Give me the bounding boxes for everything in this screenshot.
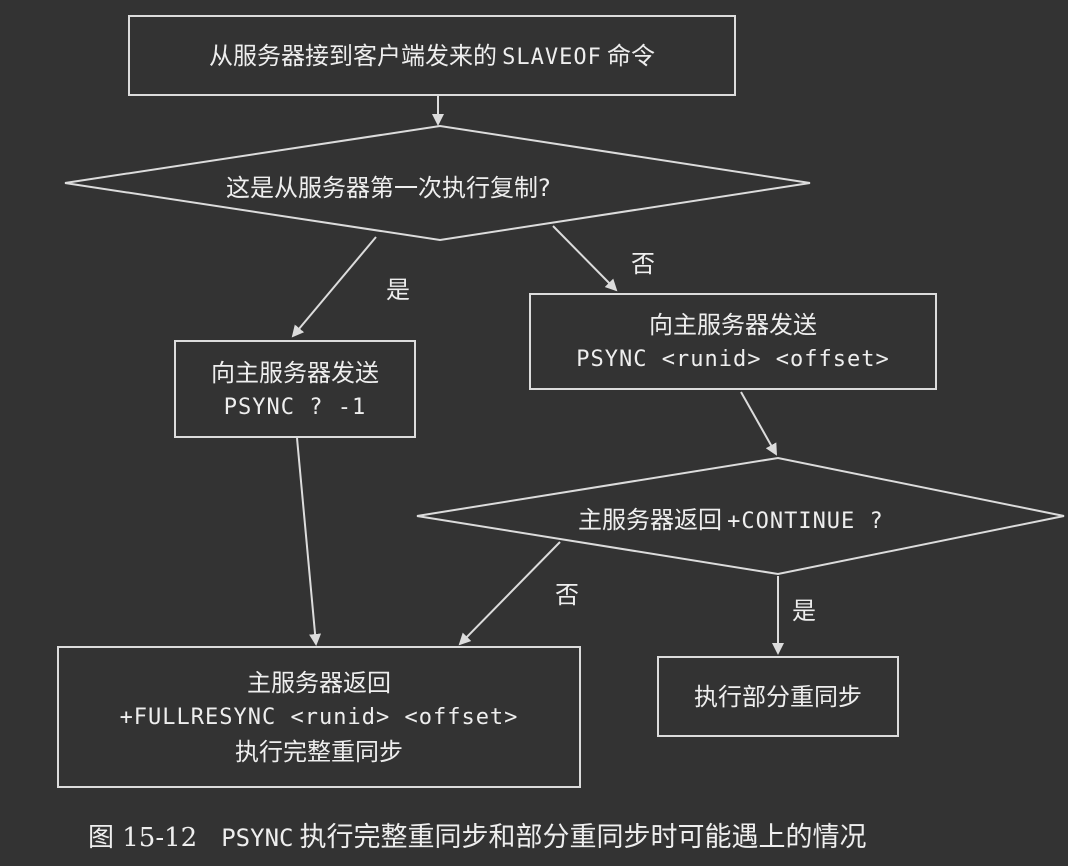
send-full-sync-line2: PSYNC ? -1: [223, 394, 367, 420]
arrow-first-decision-yes: [291, 236, 377, 338]
decision-first-replication-shape: [64, 124, 811, 242]
figure-caption-code: PSYNC: [221, 824, 294, 852]
partial-resync-box: 执行部分重同步: [657, 656, 899, 737]
start-box: 从服务器接到客户端发来的 SLAVEOF 命令: [128, 15, 736, 96]
arrow-send-full-to-full-resync: [296, 437, 322, 646]
figure-caption-text: 执行完整重同步和部分重同步时可能遇上的情况: [299, 822, 867, 853]
send-partial-sync-line2: PSYNC <runid> <offset>: [576, 347, 890, 372]
send-full-sync-box: 向主服务器发送 PSYNC ? -1: [174, 340, 416, 438]
decision-continue-shape: [416, 456, 1065, 576]
full-resync-line2: +FULLRESYNC <runid> <offset>: [119, 704, 519, 730]
partial-resync-line1: 执行部分重同步: [694, 682, 862, 711]
decision-continue-label: 主服务器返回 +CONTINUE ?: [578, 506, 884, 534]
send-full-sync-line1: 向主服务器发送: [211, 358, 379, 387]
arrow-continue-no: [458, 541, 561, 646]
send-partial-sync-line1: 向主服务器发送: [649, 311, 817, 339]
full-resync-line1: 主服务器返回: [247, 668, 391, 697]
arrow-first-decision-no: [552, 225, 618, 292]
start-box-label: 从服务器接到客户端发来的 SLAVEOF 命令: [209, 41, 655, 70]
figure-number: 图 15-12: [88, 823, 198, 853]
edge-label-first-no: 否: [631, 250, 655, 278]
send-partial-sync-box: 向主服务器发送 PSYNC <runid> <offset>: [529, 293, 937, 390]
edge-label-continue-no: 否: [555, 581, 579, 609]
full-resync-line3: 执行完整重同步: [235, 737, 403, 766]
decision-first-replication-label: 这是从服务器第一次执行复制?: [226, 174, 551, 202]
full-resync-box: 主服务器返回 +FULLRESYNC <runid> <offset> 执行完整…: [57, 646, 581, 788]
edge-label-first-yes: 是: [386, 276, 410, 304]
edge-label-continue-yes: 是: [792, 597, 816, 625]
arrow-send-partial-to-continue: [740, 391, 777, 456]
